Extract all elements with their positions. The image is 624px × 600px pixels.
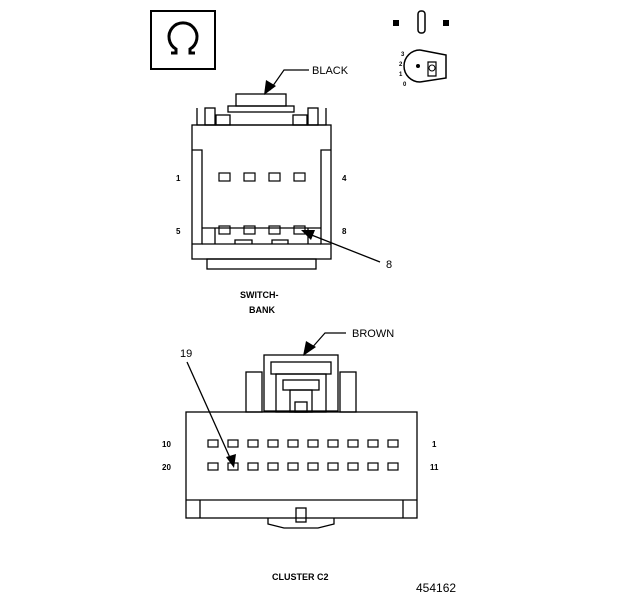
cluster-c2-callout-pin: 19 [180, 348, 192, 360]
ignition-key-icon: 3 2 1 0 [393, 10, 449, 88]
brown-wire-callout [303, 332, 346, 356]
switch-bank-pin-4: 4 [342, 174, 347, 183]
key-position-1: 1 [399, 72, 403, 78]
cluster-c2-wire-color: BROWN [352, 328, 394, 340]
cluster-c2-pin-10: 10 [162, 440, 171, 449]
switch-bank-pin-8: 8 [342, 227, 347, 236]
figure-number: 454162 [416, 581, 456, 595]
cluster-c2-cavities [207, 439, 399, 471]
cluster-c2-pin-1: 1 [432, 440, 437, 449]
switch-bank-callout-pin: 8 [386, 259, 392, 271]
cluster-c2-connector [185, 354, 418, 529]
switch-bank-wire-color: BLACK [312, 65, 349, 77]
switch-bank-name-line2: BANK [249, 305, 275, 315]
switch-bank-cavities [218, 172, 306, 235]
omega-icon [150, 10, 216, 70]
switch-bank-pin-5: 5 [176, 227, 181, 236]
cluster-c2-pin-11: 11 [430, 463, 439, 472]
switch-bank-connector [191, 93, 332, 270]
cluster-c2-pin-callout [186, 361, 236, 468]
cluster-c2-pin-20: 20 [162, 463, 171, 472]
black-wire-callout [264, 69, 309, 95]
switch-bank-name-line1: SWITCH- [240, 290, 279, 300]
key-position-0: 0 [403, 82, 407, 88]
switch-bank-pin-callout [301, 230, 381, 263]
cluster-c2-name: CLUSTER C2 [272, 572, 329, 582]
key-position-3: 3 [401, 52, 405, 58]
key-position-2: 2 [399, 62, 403, 68]
switch-bank-pin-1: 1 [176, 174, 181, 183]
